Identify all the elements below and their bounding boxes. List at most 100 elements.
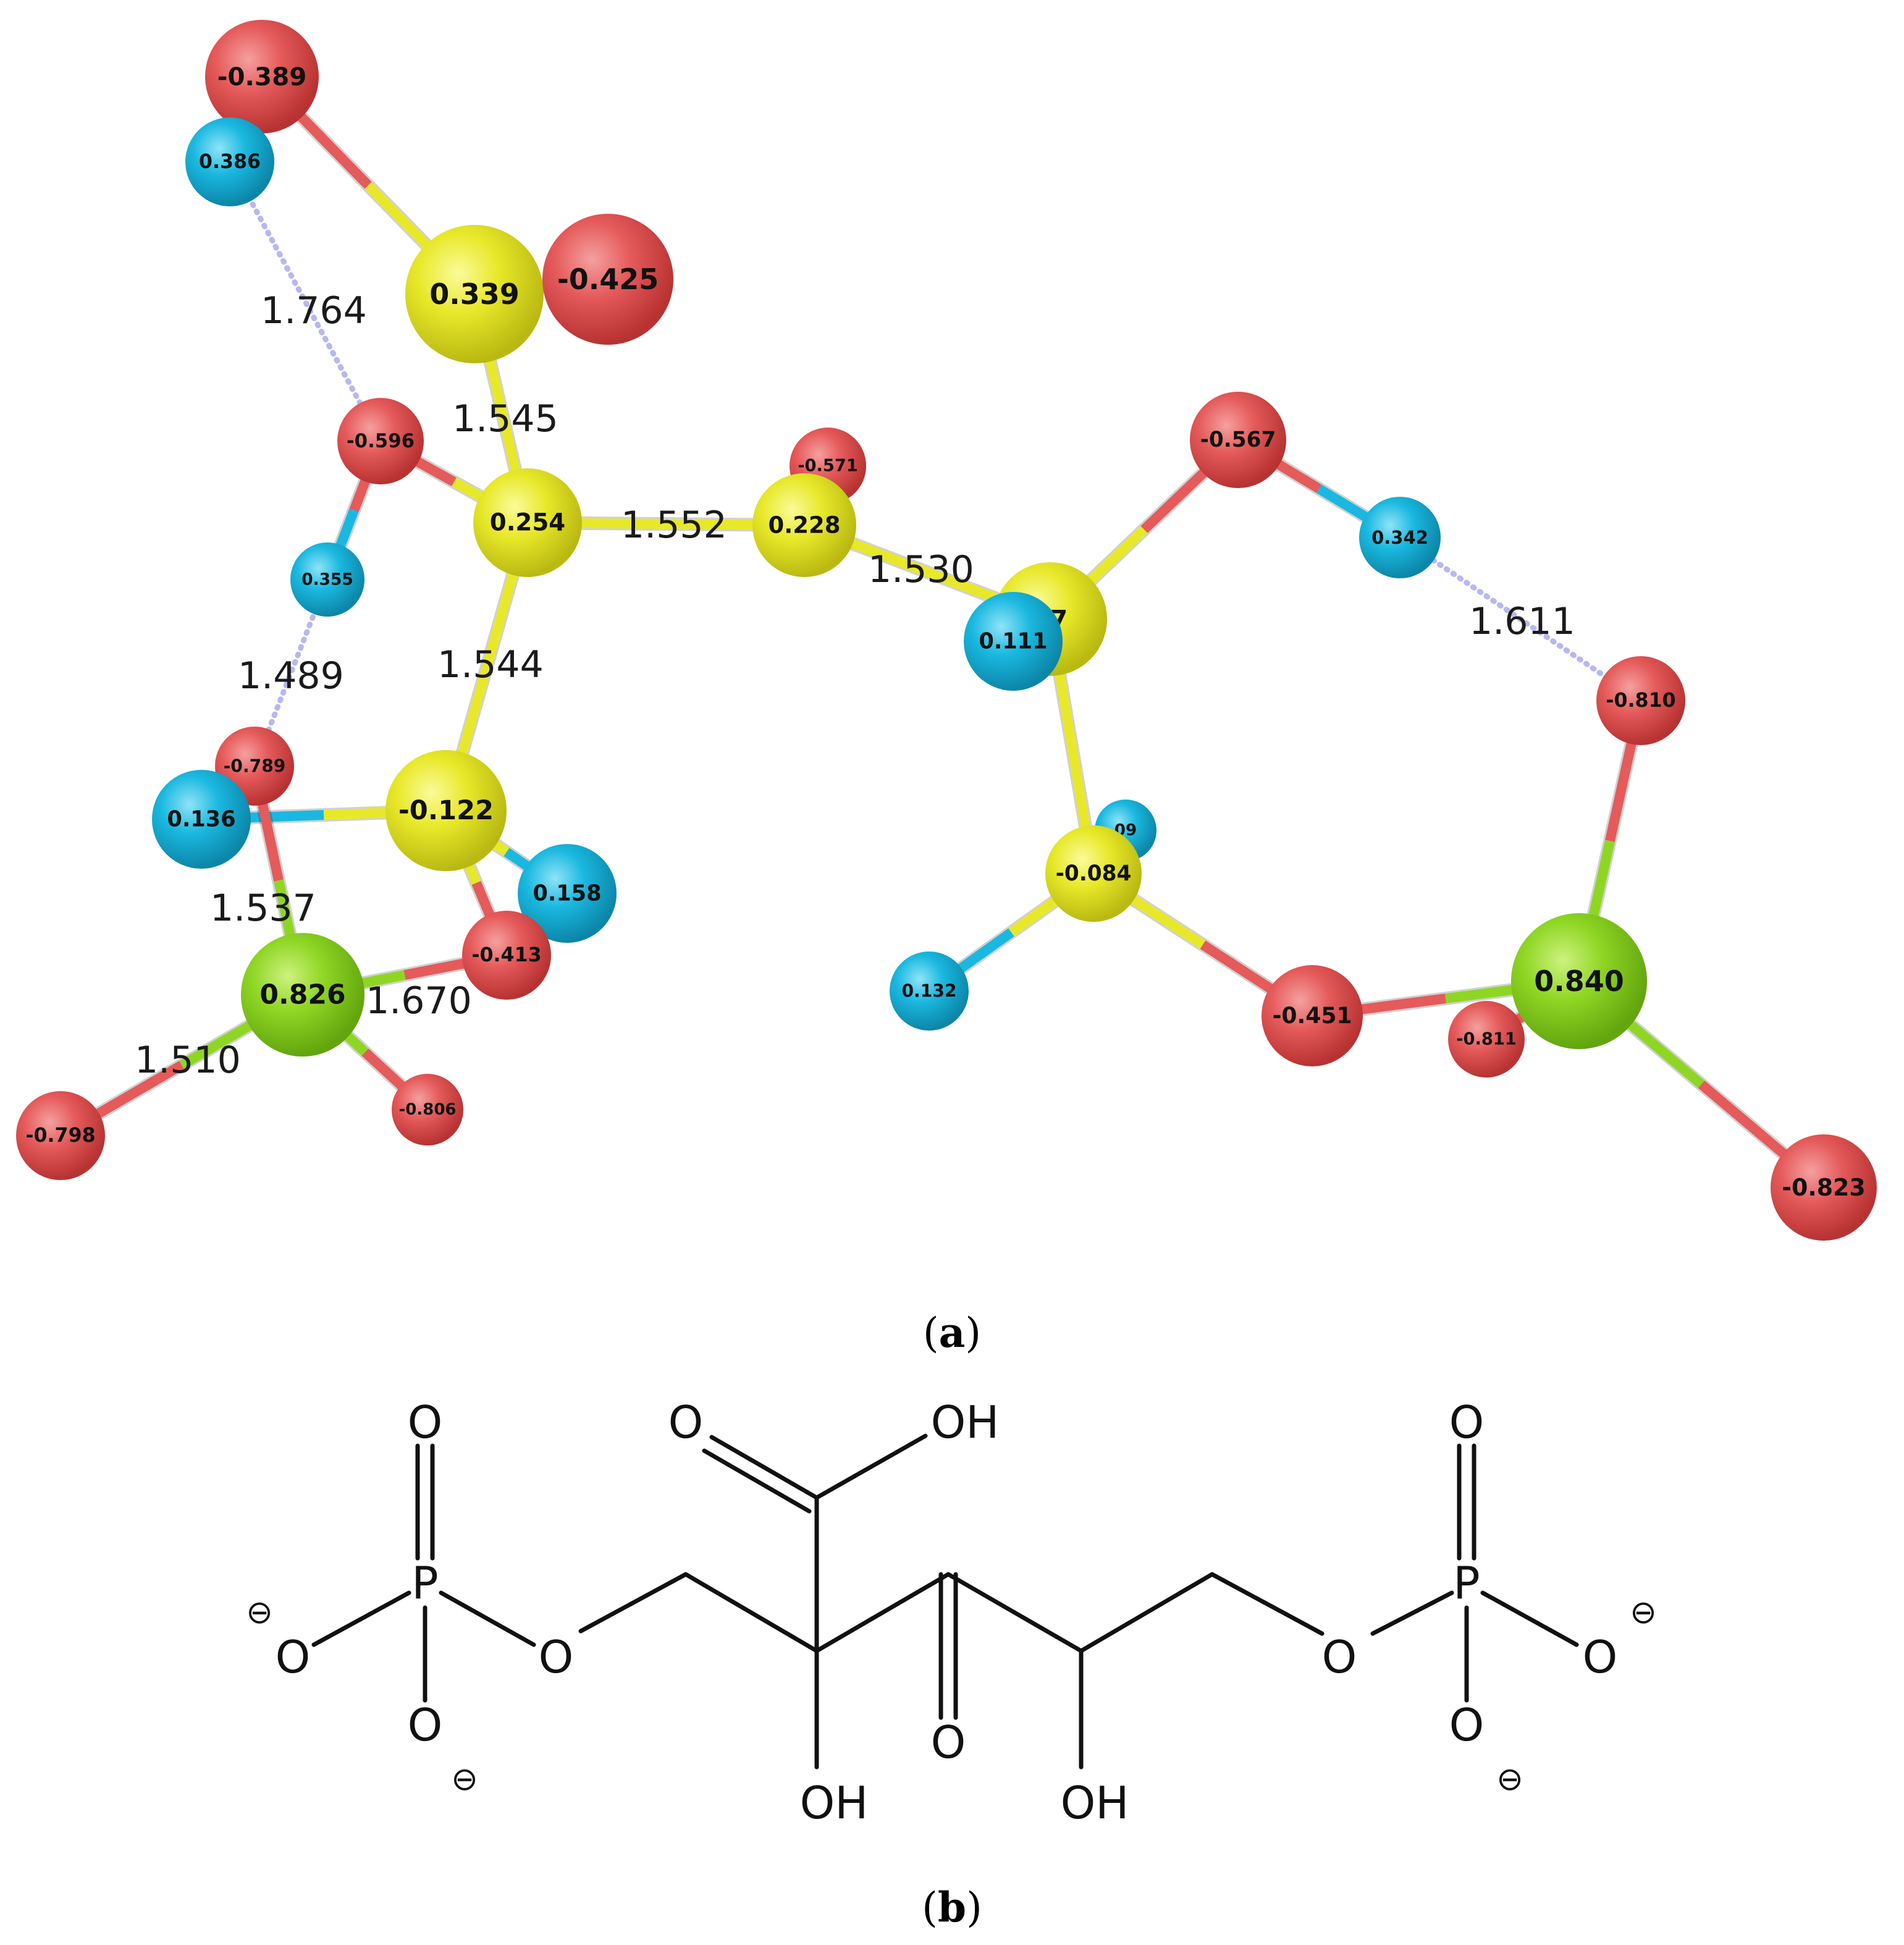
oxygen-label: O <box>1583 1631 1618 1683</box>
oxygen-sphere <box>337 398 424 484</box>
bond-length-label: 1.537 <box>210 887 316 930</box>
panel-a-label: (a) <box>923 1309 981 1357</box>
partial-charge-label: -0.798 <box>25 1124 95 1147</box>
hydrogen-atom: 0.158 <box>518 844 617 943</box>
partial-charge-label: 0.826 <box>259 979 345 1011</box>
panel-b-label: (b) <box>922 1883 982 1931</box>
partial-charge-label: -0.823 <box>1782 1174 1865 1201</box>
carbon-sphere <box>405 225 544 363</box>
hydrogen-sphere <box>152 770 251 869</box>
partial-charge-label: 0.342 <box>1371 527 1428 548</box>
hydrogen-atom: 0.111 <box>964 592 1063 691</box>
oxygen-atom: -0.806 <box>392 1074 463 1145</box>
oxygen-label: O <box>1449 1699 1485 1751</box>
partial-charge-label: -0.084 <box>1056 861 1132 886</box>
carbon-sphere <box>1045 825 1142 922</box>
hydrogen-sphere <box>185 117 274 206</box>
bond-length-label: 1.510 <box>135 1039 241 1082</box>
phosphorus-sphere <box>241 933 364 1057</box>
hydrogen-bond <box>227 159 384 444</box>
oxygen-sphere <box>1596 656 1685 745</box>
carbon-sphere <box>473 468 582 577</box>
bond-lengths: 1.764 1.545 1.552 1.530 1.611 1.489 1.54… <box>135 289 1575 1082</box>
oxygen-sphere <box>542 214 673 345</box>
partial-charge-label: 0.228 <box>769 512 841 539</box>
oxygen-sphere <box>462 911 551 1000</box>
oxygen-atom: -0.810 <box>1596 656 1685 745</box>
oxygen-sphere <box>16 1091 105 1180</box>
carbon-sphere <box>385 750 507 871</box>
phosphorus-atom: 0.840 <box>1511 913 1647 1049</box>
negative-charge-icon: ⊖ <box>451 1761 478 1798</box>
ester-oxygen-label: O <box>539 1631 574 1683</box>
partial-charge-label: -0.596 <box>347 430 415 452</box>
hydrogen-atom: 0.132 <box>890 951 969 1031</box>
partial-charge-label: -0.451 <box>1272 1003 1352 1029</box>
hydrogen-sphere <box>964 592 1063 691</box>
partial-charge-label: 0.136 <box>167 807 235 832</box>
partial-charge-label: 0.339 <box>429 277 520 311</box>
oxygen-atom: -0.811 <box>1448 1001 1525 1078</box>
bond-length-label: 1.611 <box>1469 600 1575 643</box>
oxygen-sphere <box>205 20 319 133</box>
partial-charge-label: 0.111 <box>979 629 1047 654</box>
oxygen-label: O <box>408 1396 443 1448</box>
negative-charge-icon: ⊖ <box>1496 1761 1523 1798</box>
skeletal-bonds <box>311 1433 1579 1770</box>
oxygen-sphere <box>1448 1001 1525 1078</box>
oxygen-atom: -0.413 <box>462 911 551 1000</box>
oxygen-sphere <box>1262 965 1363 1066</box>
panel-b-skeletal-structure: P O O O O O OH OH O OH O P O O O ⊖ ⊖ ⊖ ⊖… <box>246 1396 1657 1931</box>
bond-length-label: 1.552 <box>621 504 727 547</box>
phosphorus-label-left: P <box>411 1557 438 1609</box>
hydrogen-sphere <box>518 844 617 943</box>
hydrogen-atom: 0.355 <box>290 542 364 617</box>
partial-charge-label: 0.355 <box>301 570 353 589</box>
skeletal-atom-labels: P O O O O O OH OH O OH O P O O O ⊖ ⊖ ⊖ ⊖… <box>246 1396 1657 1931</box>
hydrogen-bond <box>1397 534 1644 704</box>
hydrogen-atom: 0.342 <box>1359 497 1441 578</box>
partial-charge-label: 0.254 <box>490 509 565 537</box>
partial-charge-label: -0.389 <box>217 62 307 91</box>
negative-charge-icon: ⊖ <box>246 1594 273 1631</box>
bond-length-label: 1.530 <box>868 548 974 591</box>
phosphorus-label-right: P <box>1453 1557 1480 1609</box>
bond-length-label: 1.545 <box>452 397 558 441</box>
ester-oxygen-label: O <box>1322 1631 1357 1683</box>
carbon-sphere <box>752 473 856 577</box>
bond-length-label: 1.544 <box>437 643 544 686</box>
hydrogen-atom: 0.136 <box>152 770 251 869</box>
hydroxyl-label: OH <box>931 1396 1000 1448</box>
carbon-atom: 0.339 <box>405 225 544 363</box>
oxygen-label: O <box>1449 1396 1485 1448</box>
partial-charge-label: -0.571 <box>798 457 858 476</box>
phosphorus-atom: 0.826 <box>241 933 364 1057</box>
partial-charge-label: -0.413 <box>471 944 541 966</box>
hydrogen-atom: 0.386 <box>185 117 274 206</box>
oxygen-atom: -0.823 <box>1771 1134 1877 1241</box>
partial-charge-label: 0.158 <box>533 881 601 906</box>
oxygen-sphere <box>1771 1134 1877 1241</box>
partial-charge-label: -0.810 <box>1606 690 1675 712</box>
oxygen-atom: -0.389 <box>205 20 319 133</box>
oxygen-atom: -0.451 <box>1262 965 1363 1066</box>
carbon-atom: 0.254 <box>473 468 582 577</box>
carbon-atom: -0.084 <box>1045 825 1142 922</box>
oxygen-sphere <box>1190 392 1286 488</box>
hydroxyl-label: OH <box>800 1777 869 1829</box>
partial-charge-label: -0.122 <box>398 795 494 826</box>
hydrogen-sphere <box>290 542 364 617</box>
partial-charge-label: 0.840 <box>1534 964 1624 998</box>
bond-length-label: 1.764 <box>261 289 367 332</box>
partial-charge-label: -0.806 <box>398 1100 456 1119</box>
bond-length-label: 1.670 <box>366 979 472 1023</box>
hydroxyl-label: OH <box>1061 1777 1129 1829</box>
oxygen-atom: -0.425 <box>542 214 673 345</box>
oxygen-atom: -0.798 <box>16 1091 105 1180</box>
oxygen-atom: -0.567 <box>1190 392 1286 488</box>
carbon-atom: 0.228 <box>752 473 856 577</box>
partial-charge-label: 0.386 <box>199 151 261 173</box>
partial-charge-label: -0.789 <box>224 756 286 777</box>
atoms: -0.389 0.386 0.339 -0.425 -0.596 0.254 0.355 -0… <box>16 20 1877 1241</box>
